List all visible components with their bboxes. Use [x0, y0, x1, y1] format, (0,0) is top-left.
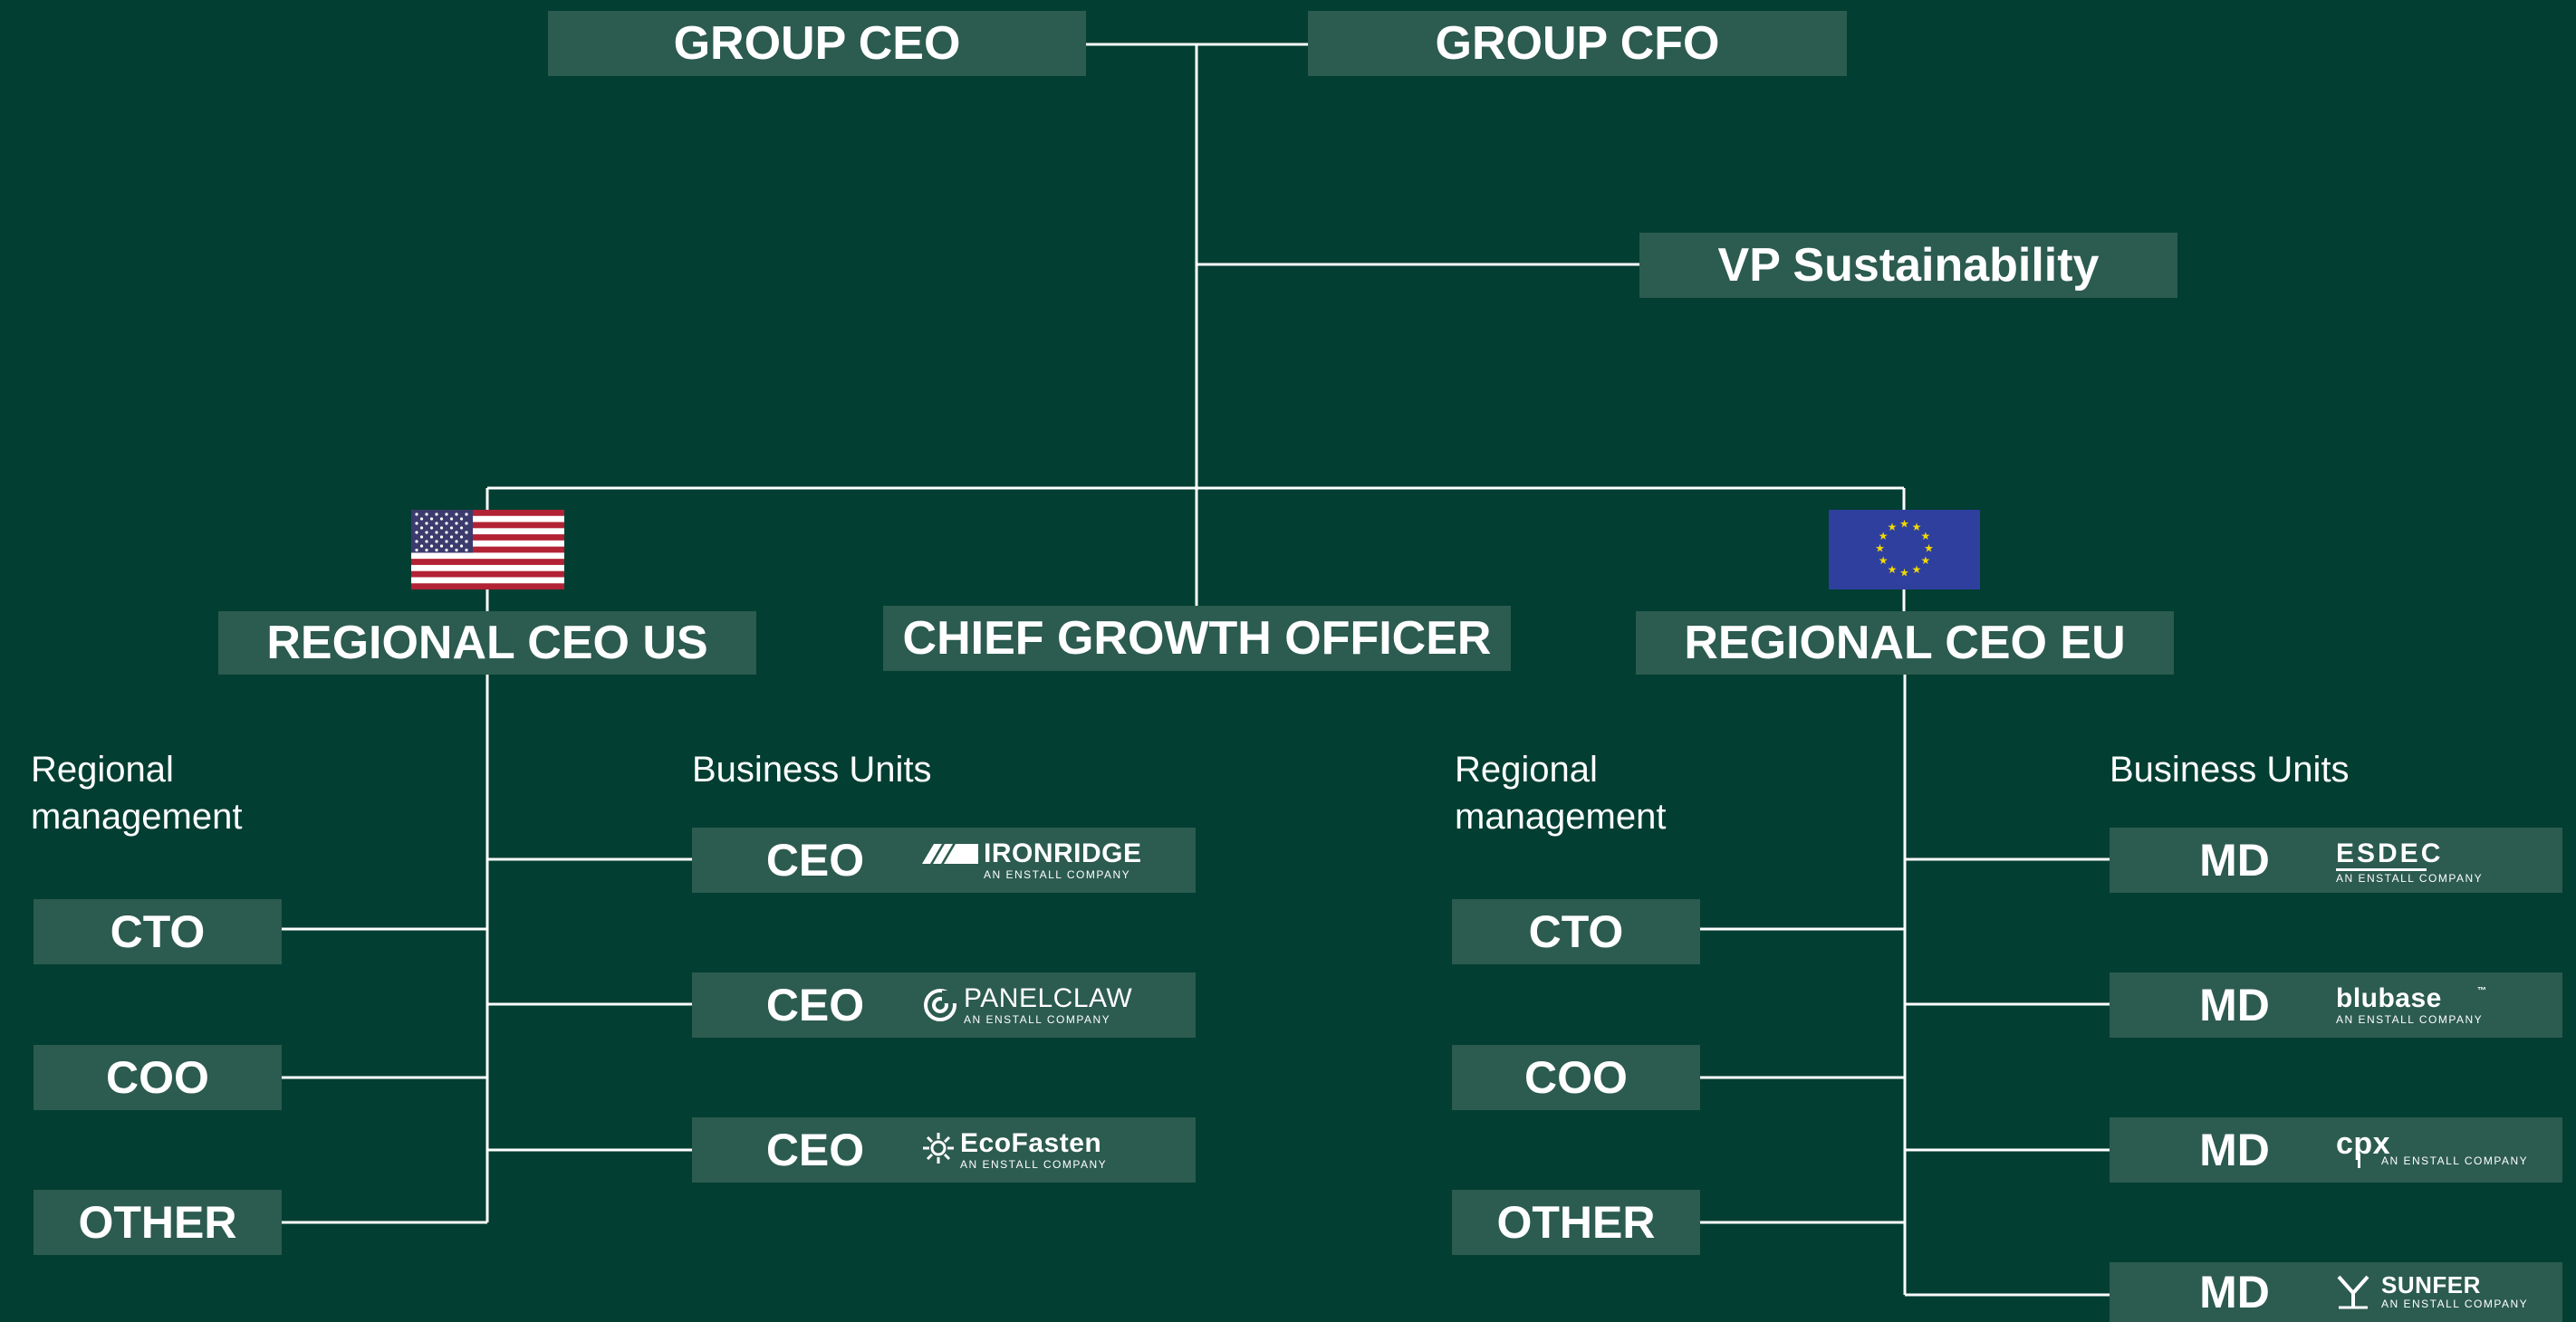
us-flag-icon: [411, 510, 564, 589]
svg-text:★: ★: [1912, 563, 1922, 576]
us-unit-panelclaw: CEO PANELCLAW AN ENSTALL COMPANY: [692, 972, 1196, 1038]
chief-growth-officer-box: CHIEF GROWTH OFFICER: [883, 606, 1511, 671]
blubase-logo: ™ blubase AN ENSTALL COMPANY: [2336, 983, 2486, 1027]
eu-unit-esdec: MD ESDEC AN ENSTALL COMPANY: [2110, 828, 2562, 893]
us-cto-box: CTO: [34, 899, 282, 964]
blubase-tagline: AN ENSTALL COMPANY: [2336, 1013, 2484, 1026]
eu-regional-management-heading: Regional management: [1455, 750, 1667, 837]
svg-text:★: ★: [1875, 542, 1885, 555]
ironridge-logo: IRONRIDGE AN ENSTALL COMPANY: [922, 838, 1142, 881]
group-cfo-box: GROUP CFO: [1308, 11, 1847, 76]
eu-cto-label: CTO: [1528, 906, 1624, 957]
eu-coo-box: COO: [1452, 1045, 1700, 1110]
svg-text:★: ★: [1879, 554, 1889, 567]
eu-unit-role: MD: [2199, 980, 2270, 1030]
eu-unit-role: MD: [2199, 835, 2270, 886]
ironridge-logo-icon: [922, 844, 978, 864]
svg-text:★: ★: [1921, 554, 1931, 567]
eu-unit-role: MD: [2199, 1125, 2270, 1175]
ecofasten-logo-icon: [923, 1133, 954, 1164]
svg-text:★: ★: [1899, 518, 1909, 531]
svg-text:★: ★: [1912, 521, 1922, 533]
panelclaw-logo-icon: [924, 989, 958, 1021]
us-coo-box: COO: [34, 1045, 282, 1110]
blubase-logo-text: blubase: [2336, 983, 2442, 1013]
svg-text:★: ★: [1921, 530, 1931, 542]
regional-ceo-eu-label: REGIONAL CEO EU: [1684, 617, 2126, 669]
regional-ceo-eu-box: REGIONAL CEO EU: [1636, 611, 2174, 675]
eu-unit-role: MD: [2199, 1267, 2270, 1317]
eu-management-connectors: [1700, 927, 1905, 1224]
cpx-tagline: AN ENSTALL COMPANY: [2381, 1154, 2529, 1167]
us-cto-label: CTO: [110, 906, 206, 957]
eu-flag-icon: ★ ★ ★ ★ ★ ★ ★ ★ ★ ★ ★ ★: [1829, 510, 1980, 589]
eu-business-units-heading: Business Units: [2110, 750, 2350, 790]
cpx-logo-icon: [2358, 1154, 2360, 1168]
panelclaw-logo: PANELCLAW AN ENSTALL COMPANY: [922, 983, 1133, 1026]
esdec-logo: ESDEC AN ENSTALL COMPANY: [2336, 838, 2483, 885]
ironridge-logo-text: IRONRIDGE: [984, 838, 1142, 868]
us-coo-label: COO: [106, 1052, 209, 1103]
ecofasten-logo-text: EcoFasten: [960, 1128, 1102, 1158]
group-cfo-label: GROUP CFO: [1435, 17, 1720, 70]
cpx-logo-text: cpx: [2336, 1126, 2391, 1161]
cpx-logo: cpx AN ENSTALL COMPANY: [2336, 1126, 2529, 1170]
us-unit-connectors: [487, 857, 692, 1152]
eu-unit-sunfer: MD SUNFER AN ENSTALL COMPANY: [2110, 1262, 2562, 1322]
sunfer-tagline: AN ENSTALL COMPANY: [2381, 1298, 2529, 1310]
chief-growth-officer-label: CHIEF GROWTH OFFICER: [902, 612, 1492, 665]
us-other-box: OTHER: [34, 1190, 282, 1255]
ironridge-tagline: AN ENSTALL COMPANY: [984, 868, 1131, 881]
esdec-logo-icon: [2336, 868, 2427, 871]
eu-unit-blubase: MD ™ blubase AN ENSTALL COMPANY: [2110, 972, 2562, 1038]
eu-cto-box: CTO: [1452, 899, 1700, 964]
eu-other-label: OTHER: [1496, 1197, 1656, 1248]
sunfer-logo-text: SUNFER: [2381, 1271, 2481, 1298]
sunfer-logo-icon: [2337, 1275, 2369, 1309]
sunfer-logo: SUNFER AN ENSTALL COMPANY: [2336, 1273, 2528, 1313]
regional-ceo-us-label: REGIONAL CEO US: [266, 617, 708, 669]
svg-text:★: ★: [1899, 567, 1909, 580]
eu-coo-label: COO: [1524, 1052, 1628, 1103]
eu-unit-connectors: [1905, 857, 2110, 1297]
esdec-logo-text: ESDEC: [2336, 838, 2444, 868]
svg-text:★: ★: [1888, 563, 1898, 576]
us-other-label: OTHER: [78, 1197, 237, 1248]
us-unit-ironridge: CEO IRONRIDGE AN ENSTALL COMPANY: [692, 828, 1196, 893]
panelclaw-tagline: AN ENSTALL COMPANY: [964, 1013, 1111, 1026]
us-unit-role: CEO: [765, 1125, 865, 1175]
us-business-units-heading: Business Units: [692, 750, 932, 790]
esdec-tagline: AN ENSTALL COMPANY: [2336, 872, 2484, 885]
svg-text:★: ★: [1924, 542, 1934, 555]
eu-other-box: OTHER: [1452, 1190, 1700, 1255]
ecofasten-logo: EcoFasten AN ENSTALL COMPANY: [922, 1128, 1108, 1171]
svg-text:★: ★: [1888, 521, 1898, 533]
blubase-logo-icon: ™: [2477, 986, 2486, 996]
group-ceo-label: GROUP CEO: [673, 17, 961, 70]
ecofasten-tagline: AN ENSTALL COMPANY: [960, 1158, 1108, 1171]
us-unit-role: CEO: [765, 980, 865, 1030]
vp-sustainability-label: VP Sustainability: [1717, 239, 2100, 292]
us-unit-role: CEO: [765, 835, 865, 886]
svg-text:★: ★: [1879, 530, 1889, 542]
eu-unit-cpx: MD cpx AN ENSTALL COMPANY: [2110, 1117, 2562, 1183]
us-regional-management-heading: Regional management: [31, 750, 243, 837]
panelclaw-logo-text: PANELCLAW: [964, 983, 1133, 1013]
us-unit-ecofasten: CEO EcoFasten AN ENSTALL COMPANY: [692, 1117, 1196, 1183]
group-ceo-box: GROUP CEO: [548, 11, 1086, 76]
us-management-connectors: [282, 927, 487, 1224]
vp-sustainability-box: VP Sustainability: [1639, 233, 2177, 298]
regional-ceo-us-box: REGIONAL CEO US: [218, 611, 756, 675]
